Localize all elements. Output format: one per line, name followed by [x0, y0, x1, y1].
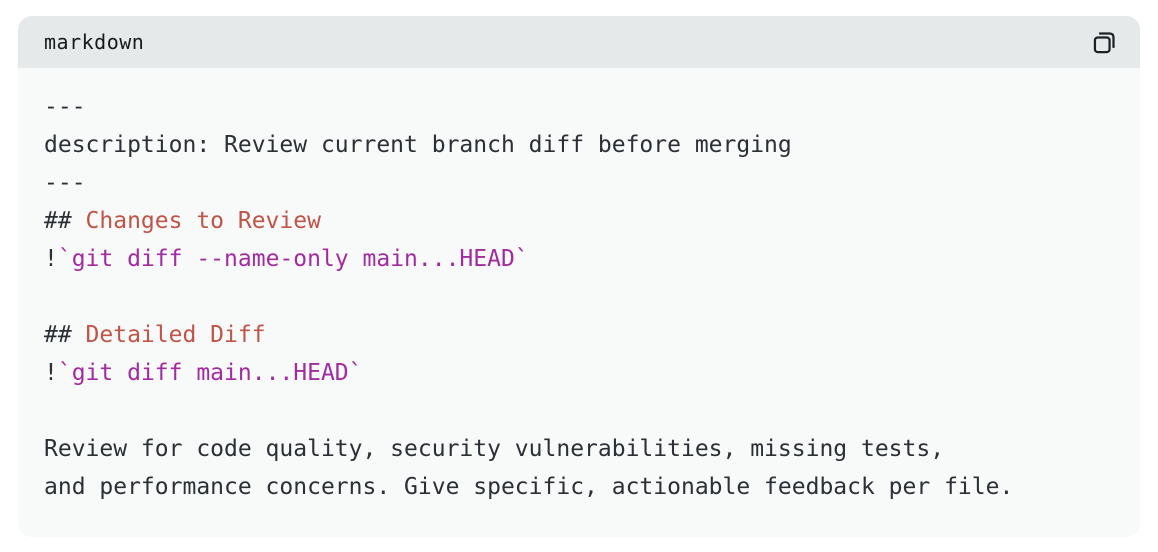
code-token: ---: [44, 94, 86, 120]
code-token: Review for code quality, security vulner…: [44, 436, 945, 462]
code-line: description: Review current branch diff …: [44, 126, 1114, 164]
code-token: !: [44, 246, 58, 272]
code-line: and performance concerns. Give specific,…: [44, 468, 1114, 506]
code-token: `git diff --name-only main...HEAD`: [57, 246, 529, 272]
code-token: !: [44, 360, 58, 386]
code-line: ## Detailed Diff: [44, 316, 1114, 354]
language-label: markdown: [44, 30, 145, 54]
code-block-header: markdown: [18, 16, 1140, 68]
code-token: ##: [44, 208, 86, 234]
code-token: and performance concerns. Give specific,…: [44, 474, 1014, 500]
code-line: Review for code quality, security vulner…: [44, 430, 1114, 468]
code-token: description: Review current branch diff …: [44, 132, 792, 158]
code-token: `git diff main...HEAD`: [57, 360, 363, 386]
code-token: ---: [44, 170, 86, 196]
code-token: Changes to Review: [85, 208, 321, 234]
copy-button[interactable]: [1089, 27, 1120, 58]
code-token: ##: [44, 322, 86, 348]
code-line: [44, 278, 1114, 316]
code-line: !`git diff main...HEAD`: [44, 354, 1114, 392]
code-line: ---: [44, 164, 1114, 202]
code-token: Detailed Diff: [85, 322, 266, 348]
code-content: --- description: Review current branch di…: [18, 68, 1140, 530]
copy-icon: [1093, 31, 1115, 53]
code-block: markdown --- description: Review current …: [18, 16, 1140, 537]
code-line: [44, 392, 1114, 430]
code-line: ## Changes to Review: [44, 202, 1114, 240]
code-line: !`git diff --name-only main...HEAD`: [44, 240, 1114, 278]
code-line: ---: [44, 88, 1114, 126]
